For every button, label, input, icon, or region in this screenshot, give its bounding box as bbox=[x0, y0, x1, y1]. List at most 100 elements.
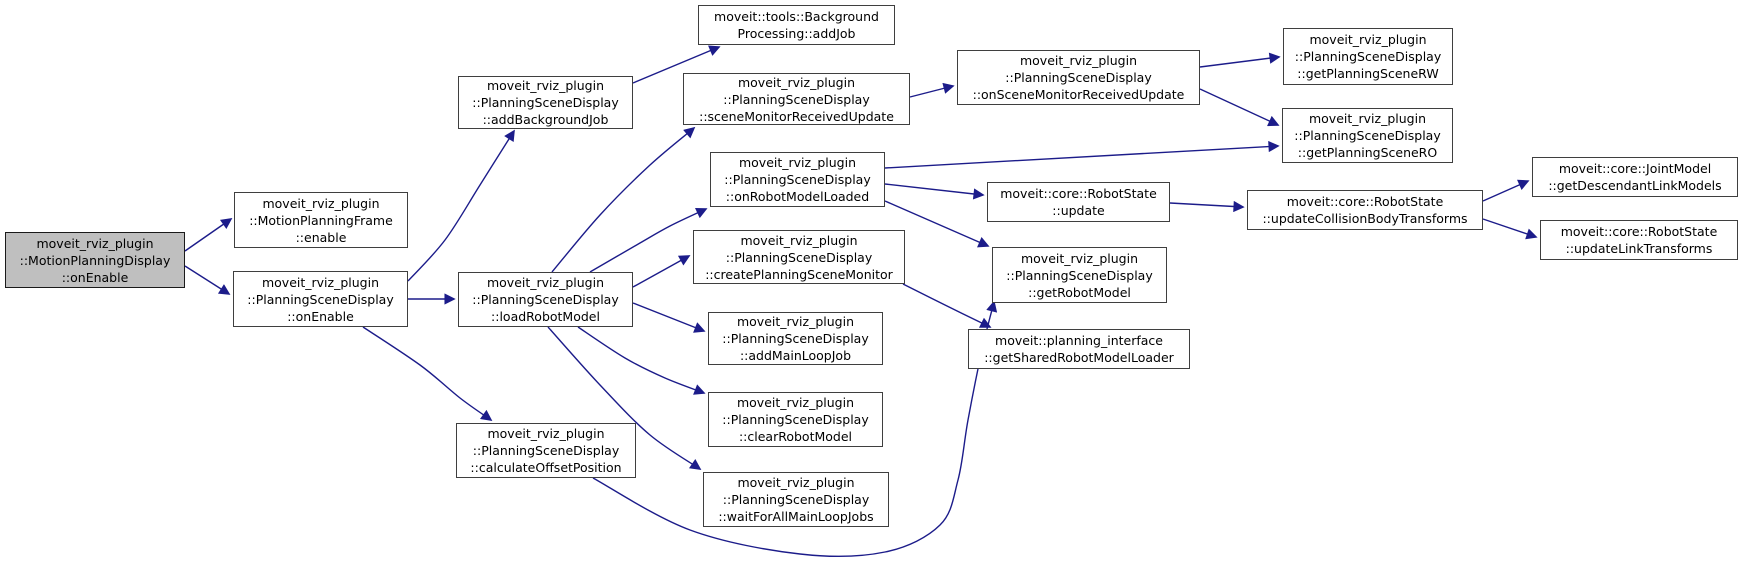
node-label-line: ::update bbox=[1052, 203, 1105, 218]
node-label-line: ::onRobotModelLoaded bbox=[725, 189, 870, 204]
node-label-line: ::MotionPlanningFrame bbox=[249, 212, 393, 228]
graph-node-create_planning_scene_monitor[interactable]: moveit_rviz_plugin::PlanningSceneDisplay… bbox=[693, 230, 905, 284]
edge-load_robot_model--clear_robot_model bbox=[577, 326, 706, 395]
graph-node-get_shared_robot_model_loader[interactable]: moveit::planning_interface::getSharedRob… bbox=[968, 329, 1190, 369]
graph-node-motion_planning_frame_enable[interactable]: moveit_rviz_plugin::MotionPlanningFrame:… bbox=[234, 192, 408, 248]
edge-motion_planning_display_on_enable--motion_planning_frame_enable bbox=[184, 218, 233, 252]
node-label-line: moveit_rviz_plugin bbox=[737, 74, 856, 90]
node-label-line: ::PlanningSceneDisplay bbox=[472, 443, 620, 458]
edge-update_collision_body_transforms--get_descendant_link_models bbox=[1482, 179, 1530, 202]
node-label-line: ::PlanningSceneDisplay bbox=[722, 331, 869, 346]
node-label-line: ::updateCollisionBodyTransforms bbox=[1262, 211, 1468, 226]
graph-node-wait_for_all_main_loop_jobs[interactable]: moveit_rviz_plugin::PlanningSceneDisplay… bbox=[703, 472, 889, 527]
node-label-line: ::addMainLoopJob bbox=[739, 348, 852, 363]
node-label-line: ::PlanningSceneDisplay bbox=[1294, 128, 1441, 143]
graph-node-get_planning_scene_rw[interactable]: moveit_rviz_plugin::PlanningSceneDisplay… bbox=[1283, 28, 1453, 85]
node-label-line: ::clearRobotModel bbox=[738, 429, 853, 444]
node-label-line: moveit_rviz_plugin bbox=[740, 232, 858, 248]
graph-node-planning_scene_display_on_enable[interactable]: moveit_rviz_plugin::PlanningSceneDisplay… bbox=[233, 271, 408, 327]
edge-robot_state_update--update_collision_body_transforms bbox=[1169, 200, 1245, 213]
graph-node-scene_monitor_received_update[interactable]: moveit_rviz_plugin::PlanningSceneDisplay… bbox=[683, 73, 910, 125]
node-label-line: ::createPlanningSceneMonitor bbox=[705, 266, 893, 282]
node-label-line: moveit::planning_interface bbox=[995, 333, 1163, 348]
node-label-line: moveit_rviz_plugin bbox=[1308, 111, 1427, 126]
edge-on_scene_monitor_received_update--get_planning_scene_ro bbox=[1199, 88, 1280, 127]
graph-node-get_robot_model[interactable]: moveit_rviz_plugin::PlanningSceneDisplay… bbox=[992, 247, 1167, 303]
node-label-line: moveit::core::RobotState bbox=[1560, 224, 1718, 239]
node-label-line: ::PlanningSceneDisplay bbox=[724, 172, 871, 187]
node-label-line: ::PlanningSceneDisplay bbox=[247, 291, 394, 307]
graph-node-add_main_loop_job[interactable]: moveit_rviz_plugin::PlanningSceneDisplay… bbox=[708, 312, 883, 365]
edge-scene_monitor_received_update--on_scene_monitor_received_update bbox=[909, 82, 955, 98]
node-label-line: ::waitForAllMainLoopJobs bbox=[718, 509, 874, 524]
node-label-line: moveit_rviz_plugin bbox=[1309, 32, 1427, 47]
node-label-line: moveit_rviz_plugin bbox=[738, 155, 857, 170]
graph-node-add_background_job[interactable]: moveit_rviz_plugin::PlanningSceneDisplay… bbox=[458, 76, 633, 129]
node-label-line: moveit_rviz_plugin bbox=[262, 195, 380, 211]
node-label-line: ::onEnable bbox=[287, 308, 354, 324]
node-label-line: moveit_rviz_plugin bbox=[1020, 250, 1139, 266]
node-label-line: ::updateLinkTransforms bbox=[1565, 241, 1713, 256]
node-label-line: ::getDescendantLinkModels bbox=[1548, 178, 1722, 193]
graph-node-motion_planning_display_on_enable: moveit_rviz_plugin::MotionPlanningDispla… bbox=[5, 232, 185, 288]
edge-update_collision_body_transforms--update_link_transforms bbox=[1482, 218, 1538, 240]
node-label-line: ::PlanningSceneDisplay bbox=[472, 292, 619, 307]
node-label-line: moveit_rviz_plugin bbox=[261, 274, 380, 290]
node-label-line: moveit::tools::Background bbox=[714, 9, 879, 24]
node-label-line: ::PlanningSceneDisplay bbox=[722, 492, 870, 507]
node-label-line: moveit::core::RobotState bbox=[1000, 186, 1157, 201]
node-label-line: ::MotionPlanningDisplay bbox=[19, 252, 171, 268]
graph-node-update_link_transforms[interactable]: moveit::core::RobotState::updateLinkTran… bbox=[1540, 220, 1738, 260]
node-label-line: moveit_rviz_plugin bbox=[36, 235, 154, 251]
node-label-line: moveit_rviz_plugin bbox=[737, 475, 855, 490]
node-label-line: moveit_rviz_plugin bbox=[486, 78, 605, 93]
node-label-line: moveit::core::RobotState bbox=[1286, 194, 1444, 209]
node-label-line: ::getPlanningSceneRO bbox=[1297, 145, 1438, 160]
edge-planning_scene_display_on_enable--add_background_job bbox=[407, 129, 515, 282]
node-label-line: ::PlanningSceneDisplay bbox=[725, 249, 873, 265]
edge-load_robot_model--add_main_loop_job bbox=[632, 302, 706, 333]
graph-node-on_scene_monitor_received_update[interactable]: moveit_rviz_plugin::PlanningSceneDisplay… bbox=[957, 50, 1200, 105]
edge-create_planning_scene_monitor--get_shared_robot_model_loader bbox=[902, 283, 992, 328]
node-label-line: ::getRobotModel bbox=[1028, 284, 1131, 300]
graph-node-get_descendant_link_models[interactable]: moveit::core::JointModel::getDescendantL… bbox=[1532, 157, 1738, 197]
node-label-line: ::calculateOffsetPosition bbox=[470, 460, 622, 475]
graph-node-calculate_offset_position[interactable]: moveit_rviz_plugin::PlanningSceneDisplay… bbox=[456, 423, 636, 478]
edge-on_robot_model_loaded--get_planning_scene_ro bbox=[884, 140, 1280, 169]
edge-on_robot_model_loaded--robot_state_update bbox=[884, 183, 985, 200]
node-label-line: ::PlanningSceneDisplay bbox=[723, 91, 870, 107]
graph-node-robot_state_update[interactable]: moveit::core::RobotState::update bbox=[987, 182, 1170, 222]
node-label-line: moveit_rviz_plugin bbox=[487, 426, 605, 441]
node-label-line: ::PlanningSceneDisplay bbox=[1294, 49, 1442, 64]
graph-node-on_robot_model_loaded[interactable]: moveit_rviz_plugin::PlanningSceneDisplay… bbox=[710, 152, 885, 207]
edge-on_scene_monitor_received_update--get_planning_scene_rw bbox=[1199, 52, 1281, 68]
node-label-line: ::addBackgroundJob bbox=[482, 112, 609, 127]
graph-node-get_planning_scene_ro[interactable]: moveit_rviz_plugin::PlanningSceneDisplay… bbox=[1282, 108, 1453, 163]
node-label-line: moveit::core::JointModel bbox=[1558, 161, 1712, 176]
node-label-line: ::PlanningSceneDisplay bbox=[722, 412, 869, 427]
node-label-line: ::PlanningSceneDisplay bbox=[1006, 267, 1153, 283]
node-label-line: moveit_rviz_plugin bbox=[1019, 53, 1138, 68]
graph-node-load_robot_model[interactable]: moveit_rviz_plugin::PlanningSceneDisplay… bbox=[458, 272, 633, 327]
edge-motion_planning_display_on_enable--planning_scene_display_on_enable bbox=[184, 265, 231, 295]
node-label-line: ::getPlanningSceneRW bbox=[1297, 66, 1439, 81]
node-label-line: moveit_rviz_plugin bbox=[736, 395, 855, 410]
edge-planning_scene_display_on_enable--calculate_offset_position bbox=[362, 326, 493, 421]
edge-load_robot_model--on_robot_model_loaded bbox=[589, 207, 708, 273]
node-label-line: ::PlanningSceneDisplay bbox=[472, 95, 619, 110]
node-label-line: ::onSceneMonitorReceivedUpdate bbox=[972, 87, 1185, 102]
node-label-line: ::loadRobotModel bbox=[491, 309, 600, 324]
node-label-line: moveit_rviz_plugin bbox=[736, 314, 855, 329]
node-label-line: ::enable bbox=[295, 229, 347, 245]
node-label-line: ::PlanningSceneDisplay bbox=[1005, 70, 1152, 85]
node-label-line: moveit_rviz_plugin bbox=[486, 275, 605, 290]
node-label-line: Processing::addJob bbox=[737, 26, 856, 41]
graph-node-clear_robot_model[interactable]: moveit_rviz_plugin::PlanningSceneDisplay… bbox=[708, 392, 883, 447]
node-label-line: ::onEnable bbox=[61, 269, 129, 285]
edge-load_robot_model--scene_monitor_received_update bbox=[551, 126, 696, 273]
node-label-line: ::getSharedRobotModelLoader bbox=[984, 350, 1174, 365]
graph-node-update_collision_body_transforms[interactable]: moveit::core::RobotState::updateCollisio… bbox=[1247, 190, 1483, 230]
node-label-line: ::sceneMonitorReceivedUpdate bbox=[699, 108, 894, 124]
